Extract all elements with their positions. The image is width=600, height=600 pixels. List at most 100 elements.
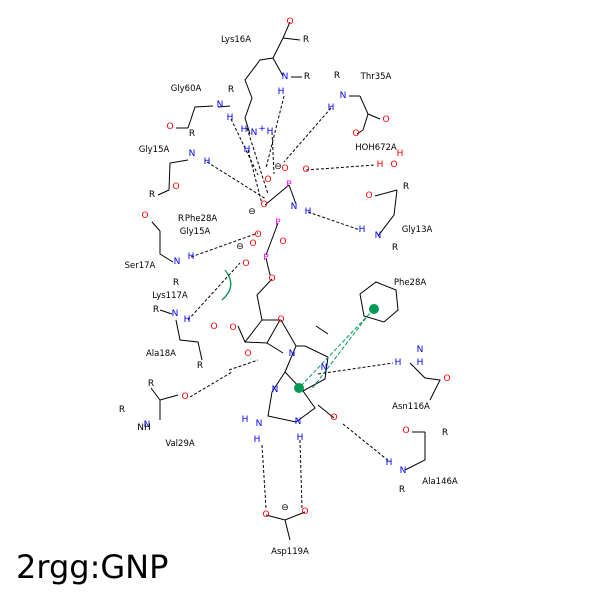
oxygen-atom: O [249,239,256,249]
r-group-label: R [149,190,155,200]
oxygen-atom: O [330,413,337,423]
residue-label-asp119: Asp119A [271,547,309,557]
bond [266,342,284,354]
r-group-label: R [178,214,184,224]
bond [187,105,214,129]
hydrogen-bond [342,423,391,463]
hydrophobic-arc [315,325,329,335]
bond [288,184,297,205]
hydrogen-bond [299,439,303,509]
bond [280,319,297,347]
bond [409,362,441,401]
oxygen-atom: O [181,392,188,402]
hydrogen-bond [187,262,241,321]
r-group-label: R [153,305,159,315]
oxygen-atom: O [286,17,293,27]
nitrogen-atom: N [251,128,258,138]
oxygen-atom: O [244,349,251,359]
bond [159,394,179,401]
hydrogen-atom: H [188,252,195,262]
nitrogen-atom: N [400,466,407,476]
hydrogen-bond [246,127,269,195]
oxygen-atom: O [141,211,148,221]
diagram-title: 2rgg:GNP [16,548,169,586]
nitrogen-atom: N [174,257,181,267]
hydrogen-atom: H [244,145,251,155]
oxygen-atom: O [281,164,288,174]
phosphorus-atom: P [263,253,269,263]
bonds [150,21,441,541]
hydrogen-atom: H [377,160,384,170]
bond [282,37,301,41]
hydrogen-bond [283,107,332,163]
residue-label-lys16: Lys16A [221,35,251,45]
nitrogen-atom: N [256,419,263,429]
nitrogen-atom: N [291,202,298,212]
hydrogen-bond [230,118,259,176]
oxygen-atom: O [352,129,359,139]
bond [374,189,398,197]
hydrogen-atom: H [204,157,211,167]
hydrogen-bond [261,444,267,509]
r-group-label: R [303,35,309,45]
residue-label-gly60: Gly60A [171,84,202,94]
hydrogen-bonds [187,95,394,509]
hydrogen-atom: H [417,358,424,368]
bond [157,159,189,196]
residue-label-gly13: Gly13A [402,225,433,235]
bond [282,21,291,39]
r-group-label: R [399,485,405,495]
r-group-label: R [304,72,310,82]
residue-label-val29: Val29A [165,439,195,449]
bond [267,371,316,423]
bond [367,113,381,120]
oxygen-atom: O [264,175,271,185]
hydrogen-atom: H [254,435,261,445]
oxygen-atom: O [260,200,267,210]
nitrogen-atom: N [189,149,196,159]
bond [159,231,174,263]
oxygen-atom: O [268,274,275,284]
r-group-label: R [403,182,409,192]
hydrogen-atom: H [386,458,393,468]
hydrogen-bond [271,131,275,175]
bond [359,95,369,131]
hydrogen-atom: H [278,87,285,97]
hydrogen-bond [206,161,267,200]
bond [404,432,426,471]
residue-label-gly15g: Gly15A [180,227,211,237]
oxygen-atom: O [390,160,397,170]
residue-label-ala146: Ala146A [422,477,458,487]
hydrogen-bond [247,149,263,205]
phosphorus-atom: P [286,180,292,190]
nitrogen-atom: N [295,417,302,427]
bond [151,221,161,232]
residue-label-lys117: Lys117A [152,291,188,301]
bond [265,257,271,276]
oxygen-atom: O [166,122,173,132]
nitrogen-atom: N [217,100,224,110]
oxygen-atom: O [402,426,409,436]
r-group-label: R [189,129,195,139]
bond [244,278,281,344]
bond [159,309,173,315]
hydrogen-atom: H [242,415,249,425]
nitrogen-atom: N [340,91,347,101]
bond [377,189,398,237]
nitrogen-atom: N [282,72,289,82]
r-group-label: R [334,71,340,81]
nitrogen-atom: N [375,231,382,241]
pi-stack-centroid [369,304,379,314]
charge-symbol: ⊖ [274,162,282,172]
bond [265,511,306,521]
nitrogen-atom: N [144,420,151,430]
hydrogen-bond [317,362,394,375]
oxygen-atom: O [242,259,249,269]
phosphorus-atom: P [275,218,281,228]
r-group-label: R [197,361,203,371]
residue-label-thr35: Thr35A [360,72,392,82]
hydrogen-atom: H [395,358,402,368]
oxygen-atom: O [229,323,236,333]
hydrogen-atom: H [267,127,274,137]
